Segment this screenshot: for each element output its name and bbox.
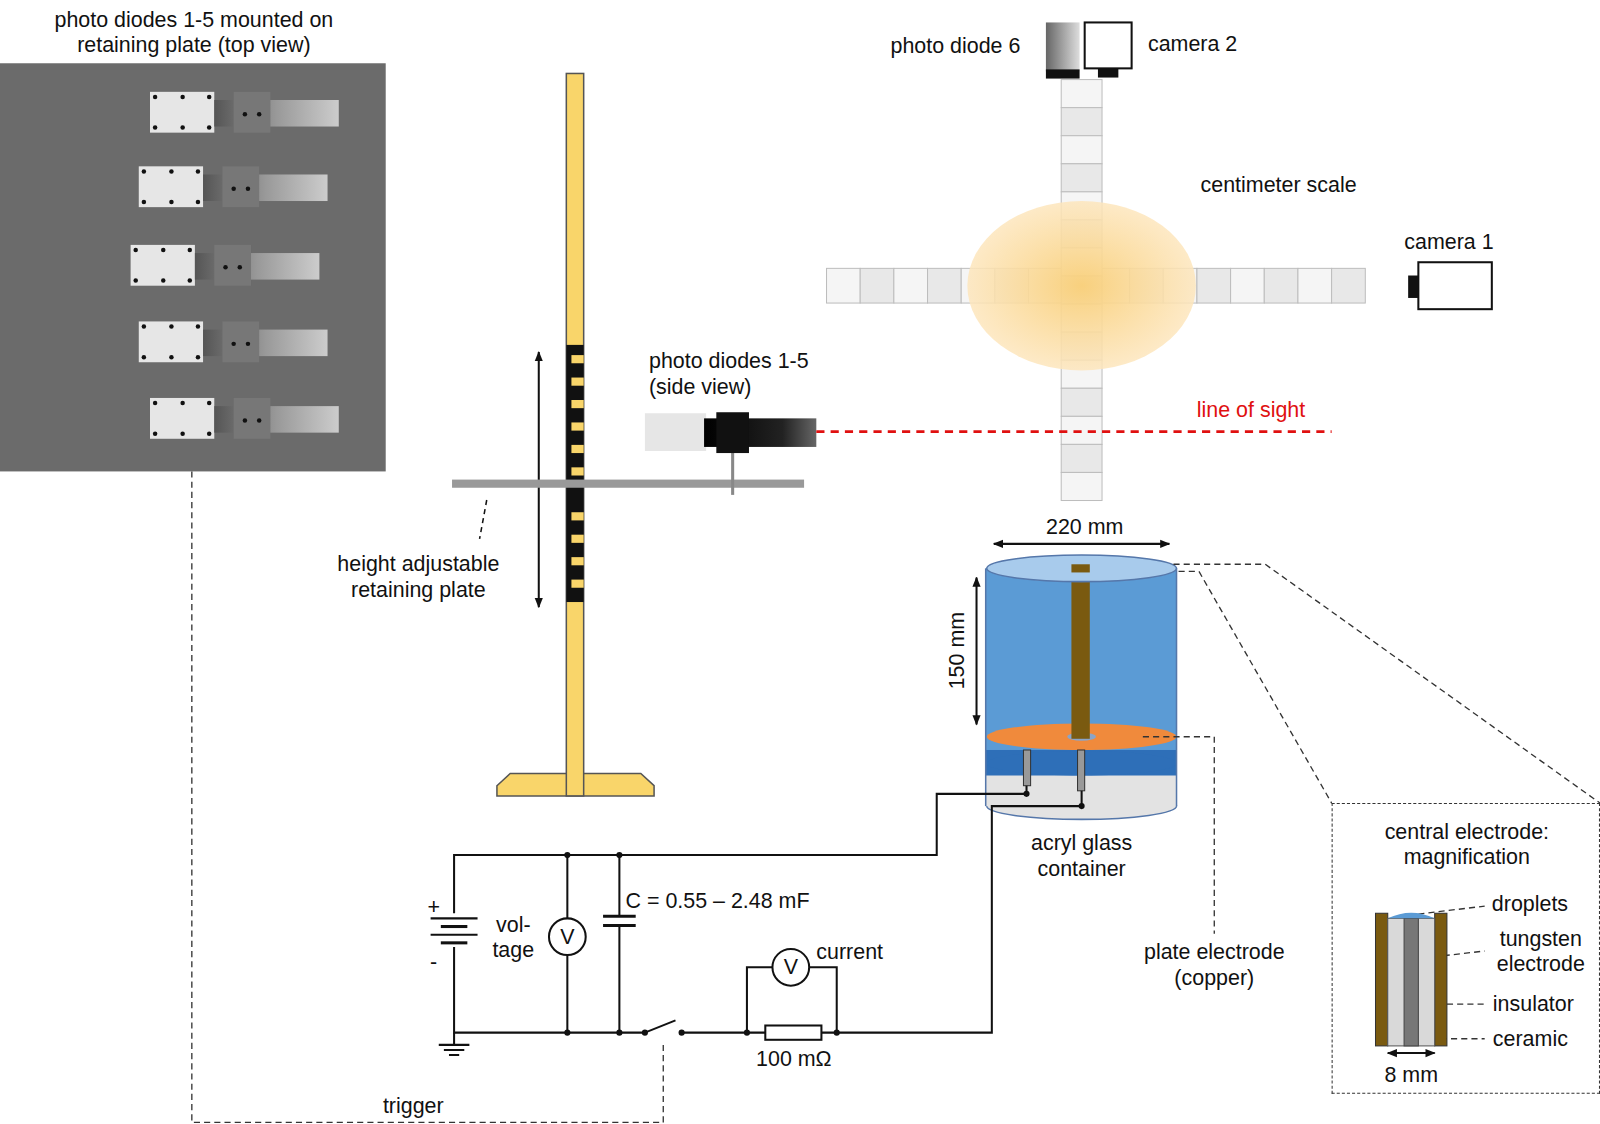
electrode-magnified (1375, 913, 1446, 1053)
label: 100 mΩ (756, 1046, 832, 1072)
circuit (431, 786, 1082, 1055)
label: centimeter scale (1201, 172, 1357, 198)
node-label: central electrode: magnification (1343, 818, 1591, 869)
junctions (564, 791, 1084, 1036)
label: height adjustable retaining plate (316, 551, 520, 602)
label: + (427, 894, 440, 920)
fireball (967, 201, 1196, 370)
leader-lines (192, 471, 1600, 1122)
label: - (430, 949, 437, 975)
label: droplets (1492, 891, 1568, 917)
label: V (560, 924, 574, 950)
container (977, 544, 1177, 820)
label: 150 mm (943, 612, 969, 689)
cameras (1046, 22, 1492, 309)
label: plate electrode (copper) (1128, 939, 1301, 990)
line-of-sight (816, 430, 1331, 433)
photo-diode-side (645, 412, 816, 453)
label: current (816, 939, 883, 965)
label: 220 mm (1046, 514, 1123, 540)
label: C = 0.55 – 2.48 mF (626, 888, 810, 914)
label: vol- tage (485, 911, 542, 962)
label: V (784, 954, 798, 980)
label: photo diode 6 (891, 33, 1021, 59)
label: ceramic (1493, 1026, 1568, 1052)
label: photo diodes 1-5 (side view) (649, 348, 843, 399)
label: acryl glass container (1010, 829, 1153, 880)
label: camera 2 (1148, 31, 1237, 57)
label: trigger (383, 1093, 444, 1119)
top-view-panel: photo diodes 1-5 mounted on retaining pl… (0, 63, 386, 471)
label: insulator (1493, 991, 1574, 1017)
panel (0, 63, 386, 471)
node-label: photo diodes 1-5 mounted on retaining pl… (20, 6, 367, 57)
label: line of sight (1197, 397, 1305, 423)
photo-diodes-top (131, 92, 339, 439)
centimeter-scale (827, 80, 1366, 501)
label: tungsten electrode (1480, 925, 1600, 976)
label: camera 1 (1404, 229, 1493, 255)
label: 8 mm (1384, 1062, 1438, 1088)
